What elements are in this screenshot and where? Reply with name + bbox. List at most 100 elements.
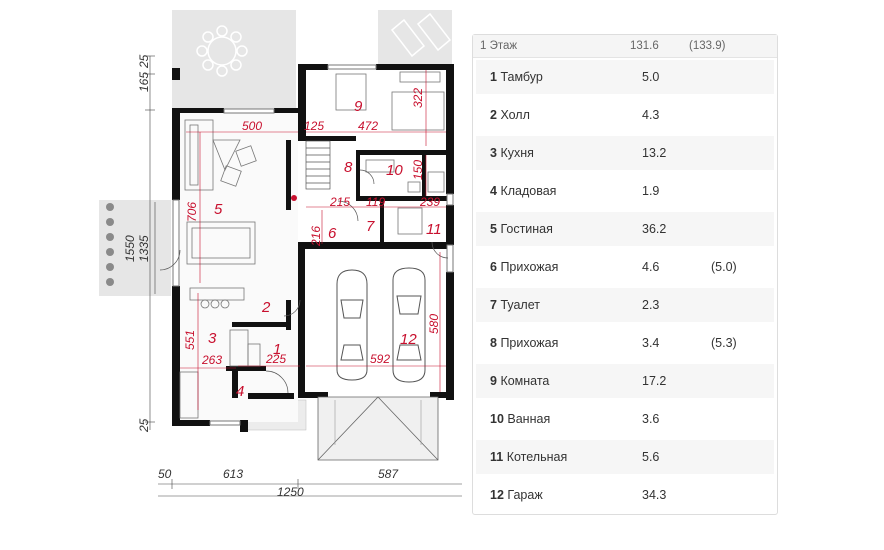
room-name: Кладовая [500, 184, 557, 198]
room-name-cell: 10 Ванная [476, 402, 628, 436]
dim-bottom-1: 50 [158, 467, 172, 481]
table-row: 10 Ванная 3.6 [473, 400, 777, 438]
dim-bottom-3: 587 [378, 467, 399, 481]
stairs [305, 140, 331, 190]
table-row: 1 Тамбур 5.0 [473, 58, 777, 96]
room-area-alt-cell [702, 478, 774, 512]
room-area-alt-cell: (5.3) [711, 336, 737, 350]
room-area-alt-cell [702, 288, 774, 322]
room-area-cell: 5.0 [628, 60, 702, 94]
room-name-cell: 6 Прихожая [476, 250, 628, 284]
room-area-cell: 3.4 [642, 336, 660, 350]
room-name: Туалет [500, 298, 540, 312]
table-row: 11 Котельная 5.6 [473, 438, 777, 476]
door-swings [159, 169, 449, 394]
walls [172, 64, 454, 432]
room-name: Гараж [507, 488, 543, 502]
room-number: 5 [490, 222, 497, 236]
table-row: 4 Кладовая 1.9 [473, 172, 777, 210]
dim-706: 706 [185, 202, 199, 222]
room-name-cell: 2 Холл [476, 98, 628, 132]
dim-472: 472 [358, 119, 378, 133]
room-name-cell: 8 Прихожая [476, 326, 628, 360]
table-header-total-alt: (133.9) [689, 40, 726, 52]
garage-canopy [317, 396, 439, 461]
room-area-cell: 36.2 [628, 212, 702, 246]
room-area-alt-cell [702, 174, 774, 208]
outdoor-table-icon [196, 25, 248, 77]
room-area-cell: 4.3 [642, 108, 660, 122]
dim-580: 580 [427, 314, 441, 334]
room-number: 9 [490, 374, 497, 388]
room-name: Комната [500, 374, 550, 388]
room-area-alt-cell [702, 136, 774, 170]
dim-150: 150 [411, 160, 425, 180]
dim-322: 322 [411, 88, 425, 108]
room-area-cell: 1.9 [642, 184, 660, 198]
room-area-alt-cell [702, 98, 774, 132]
dim-bottom-2: 613 [223, 467, 243, 481]
table-header-total: 131.6 [630, 40, 659, 52]
room-number: 10 [490, 412, 504, 426]
windows [172, 64, 454, 426]
room-label-3: 3 [208, 330, 217, 347]
room-number: 2 [490, 108, 497, 122]
room-number: 11 [490, 450, 504, 464]
car-icon-2 [392, 267, 426, 383]
dim-left-bottom: 25 [137, 418, 151, 433]
room-label-6: 6 [328, 225, 337, 242]
room-name-cell: 5 Гостиная [476, 212, 628, 246]
dim-left-mid-2: 1335 [137, 235, 151, 262]
red-dimension-lines [180, 70, 446, 410]
room-name-cell: 4 Кладовая [476, 174, 628, 208]
room-label-2: 2 [261, 299, 271, 316]
room-area-cell: 5.6 [628, 440, 702, 474]
dim-225: 225 [265, 352, 286, 366]
room-number: 1 [490, 70, 497, 84]
room-area-cell: 34.3 [642, 488, 667, 502]
room-number: 3 [490, 146, 497, 160]
room-area-alt-cell: (5.0) [711, 260, 737, 274]
room-label-7: 7 [366, 218, 375, 235]
room-name: Котельная [506, 450, 568, 464]
table-header: 1 Этаж 131.6 (133.9) [473, 35, 777, 58]
dim-551: 551 [183, 330, 197, 350]
dim-bottom-total: 1250 [277, 485, 304, 499]
dim-125: 125 [304, 119, 324, 133]
dim-215: 215 [329, 195, 350, 209]
room-area-alt-cell [702, 364, 774, 398]
table-row: 7 Туалет 2.3 [473, 286, 777, 324]
dim-119: 119 [366, 195, 385, 209]
dimension-lines [145, 55, 462, 497]
dim-216: 216 [309, 226, 323, 247]
room-name-cell: 9 Комната [476, 364, 628, 398]
room-name: Тамбур [500, 70, 543, 84]
table-row: 6 Прихожая 4.6 (5.0) [473, 248, 777, 286]
room-label-12: 12 [400, 331, 417, 348]
room-number: 7 [490, 298, 497, 312]
room-label-1: 1 [273, 341, 281, 358]
room-name: Прихожая [500, 260, 559, 274]
room-area-alt-cell [702, 212, 774, 246]
room-area-cell: 4.6 [642, 260, 660, 274]
room-number: 4 [490, 184, 497, 198]
room-area-alt-cell [702, 440, 774, 474]
room-label-9: 9 [354, 98, 363, 115]
room-area-cell: 3.6 [642, 412, 660, 426]
boiler-marker-icon [291, 195, 297, 201]
room-name: Гостиная [500, 222, 553, 236]
dim-263: 263 [201, 353, 222, 367]
room-label-5: 5 [214, 201, 223, 218]
room-number: 8 [490, 336, 497, 350]
table-row: 8 Прихожая 3.4 (5.3) [473, 324, 777, 362]
table-header-floor: 1 Этаж [480, 40, 518, 52]
room-area-alt-cell [702, 402, 774, 436]
room-area-cell: 2.3 [628, 288, 702, 322]
room-label-4: 4 [236, 383, 244, 400]
